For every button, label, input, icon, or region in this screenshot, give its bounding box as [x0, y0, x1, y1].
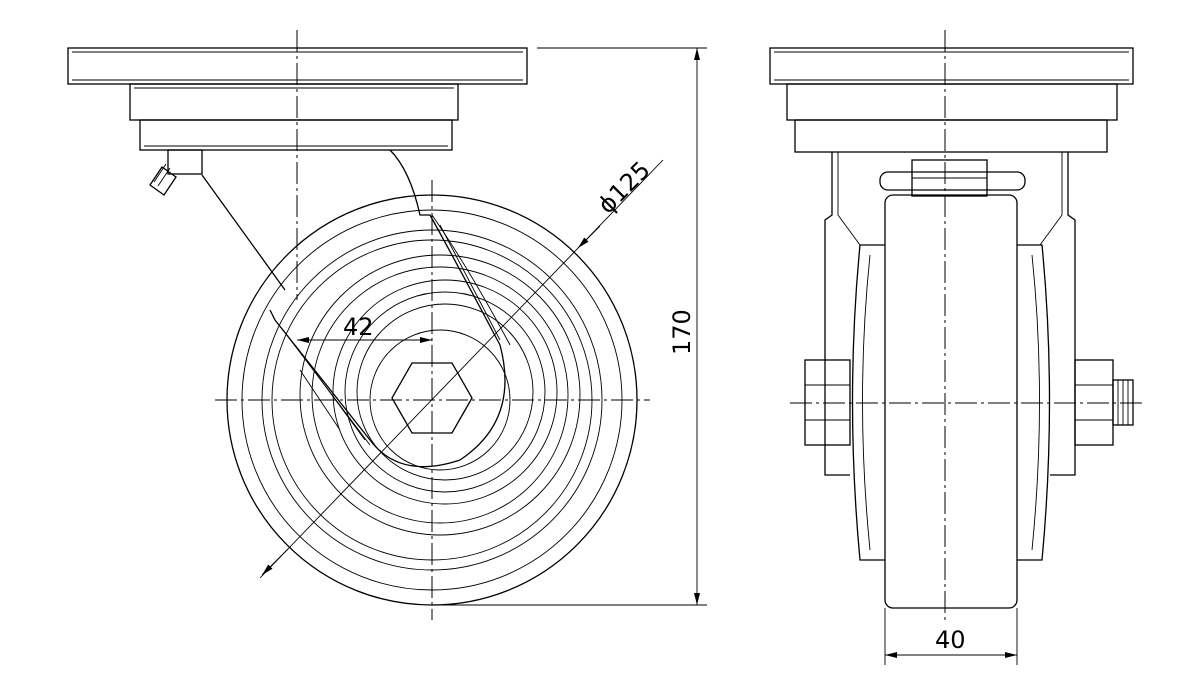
offset-label: 42: [343, 313, 374, 341]
front-top-plate: [769, 47, 1134, 153]
dimension-width: 40: [884, 608, 1018, 665]
width-label: 40: [935, 626, 966, 654]
axle-hex-nut: [391, 362, 473, 434]
diameter-label: ϕ125: [592, 156, 655, 219]
dimension-offset: 42: [297, 313, 432, 343]
side-view: ϕ125 42 170: [67, 30, 707, 620]
front-wheel-tread: [884, 194, 1018, 609]
front-hub: [851, 244, 1051, 561]
grease-nipple: [149, 149, 203, 196]
height-label: 170: [668, 309, 696, 355]
front-fork: [824, 152, 1076, 476]
front-view: 40: [769, 30, 1145, 665]
front-center-lines: [790, 30, 1145, 620]
dimension-height: 170: [432, 47, 707, 606]
